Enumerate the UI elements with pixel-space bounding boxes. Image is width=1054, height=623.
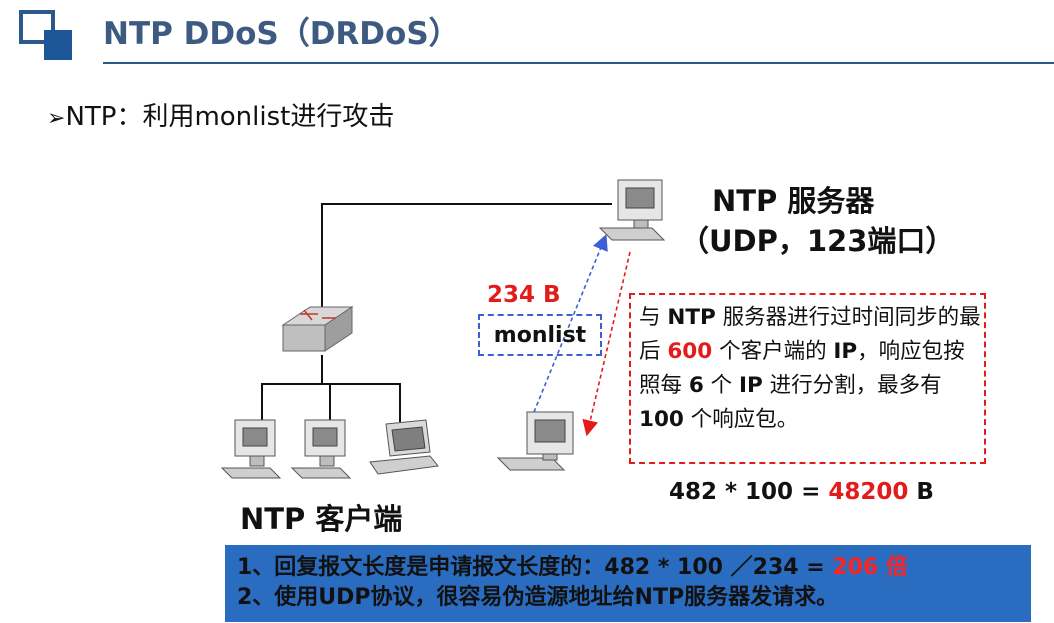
switch-icon xyxy=(281,306,354,352)
response-arrow xyxy=(582,251,631,437)
note-seg: IP xyxy=(738,373,763,398)
title-divider xyxy=(103,62,1054,64)
note-seg: 个 xyxy=(703,373,739,398)
note-seg: IP xyxy=(833,339,858,364)
summary-line-1: 1、回复报文长度是申请报文长度的：482 * 100 ／234 = 206 倍 xyxy=(237,553,1031,583)
server-title: NTP 服务器 xyxy=(712,184,875,218)
logo-square xyxy=(44,30,72,60)
note-text: 与 NTP 服务器进行过时间同步的最后 600 个客户端的 IP，响应包按照每 … xyxy=(639,301,984,437)
victim-pc-icon xyxy=(496,411,574,471)
logo-frame xyxy=(19,10,55,44)
bullet-line: ➢NTP：利用monlist进行攻击 xyxy=(47,96,394,133)
note-seg: 服务器进行过时间同步的最后 xyxy=(639,305,981,364)
monlist-request-box: monlist xyxy=(478,314,602,356)
note-seg: ，响应包按照每 xyxy=(639,339,965,398)
cable-switch-to-server xyxy=(321,203,612,320)
client-label: NTP 客户端 xyxy=(240,502,403,536)
note-seg: 6 xyxy=(688,373,704,398)
bullet-arrow-icon: ➢ xyxy=(47,106,66,131)
bullet-text: NTP：利用monlist进行攻击 xyxy=(65,102,395,132)
note-highlight: 600 xyxy=(667,339,713,364)
summary-ratio: 206 倍 xyxy=(832,555,908,580)
note-seg: NTP xyxy=(667,305,716,330)
ntp-server-pc-icon xyxy=(598,179,666,241)
note-seg: 100 xyxy=(639,407,684,432)
note-box xyxy=(629,293,986,464)
note-seg: 与 xyxy=(639,305,668,330)
note-seg: 个响应包。 xyxy=(683,407,799,432)
request-arrow xyxy=(533,234,608,413)
summary-box: 1、回复报文长度是申请报文长度的：482 * 100 ／234 = 206 倍 … xyxy=(225,545,1031,622)
client-pc-icon-1 xyxy=(220,419,282,479)
cable-switch-to-clients xyxy=(261,355,401,422)
calc-expression: 482 * 100 = xyxy=(669,479,829,505)
note-seg: 进行分割，最多有 xyxy=(762,373,942,398)
calc-result: 48200 xyxy=(828,479,909,505)
server-port-label: （UDP，123端口） xyxy=(680,224,955,258)
summary-line-1-text: 1、回复报文长度是申请报文长度的：482 * 100 ／234 = xyxy=(237,555,833,580)
page-title: NTP DDoS（DRDoS） xyxy=(103,16,460,52)
amplification-calc: 482 * 100 = 48200 B xyxy=(669,479,934,505)
client-laptop-icon xyxy=(369,419,439,475)
client-pc-icon-2 xyxy=(290,419,352,479)
summary-line-2: 2、使用UDP协议，很容易伪造源地址给NTP服务器发请求。 xyxy=(237,585,839,610)
monlist-label: monlist xyxy=(493,322,587,348)
note-seg: 个客户端的 xyxy=(712,339,834,364)
calc-unit: B xyxy=(908,479,934,505)
request-size-label: 234 B xyxy=(487,282,561,308)
